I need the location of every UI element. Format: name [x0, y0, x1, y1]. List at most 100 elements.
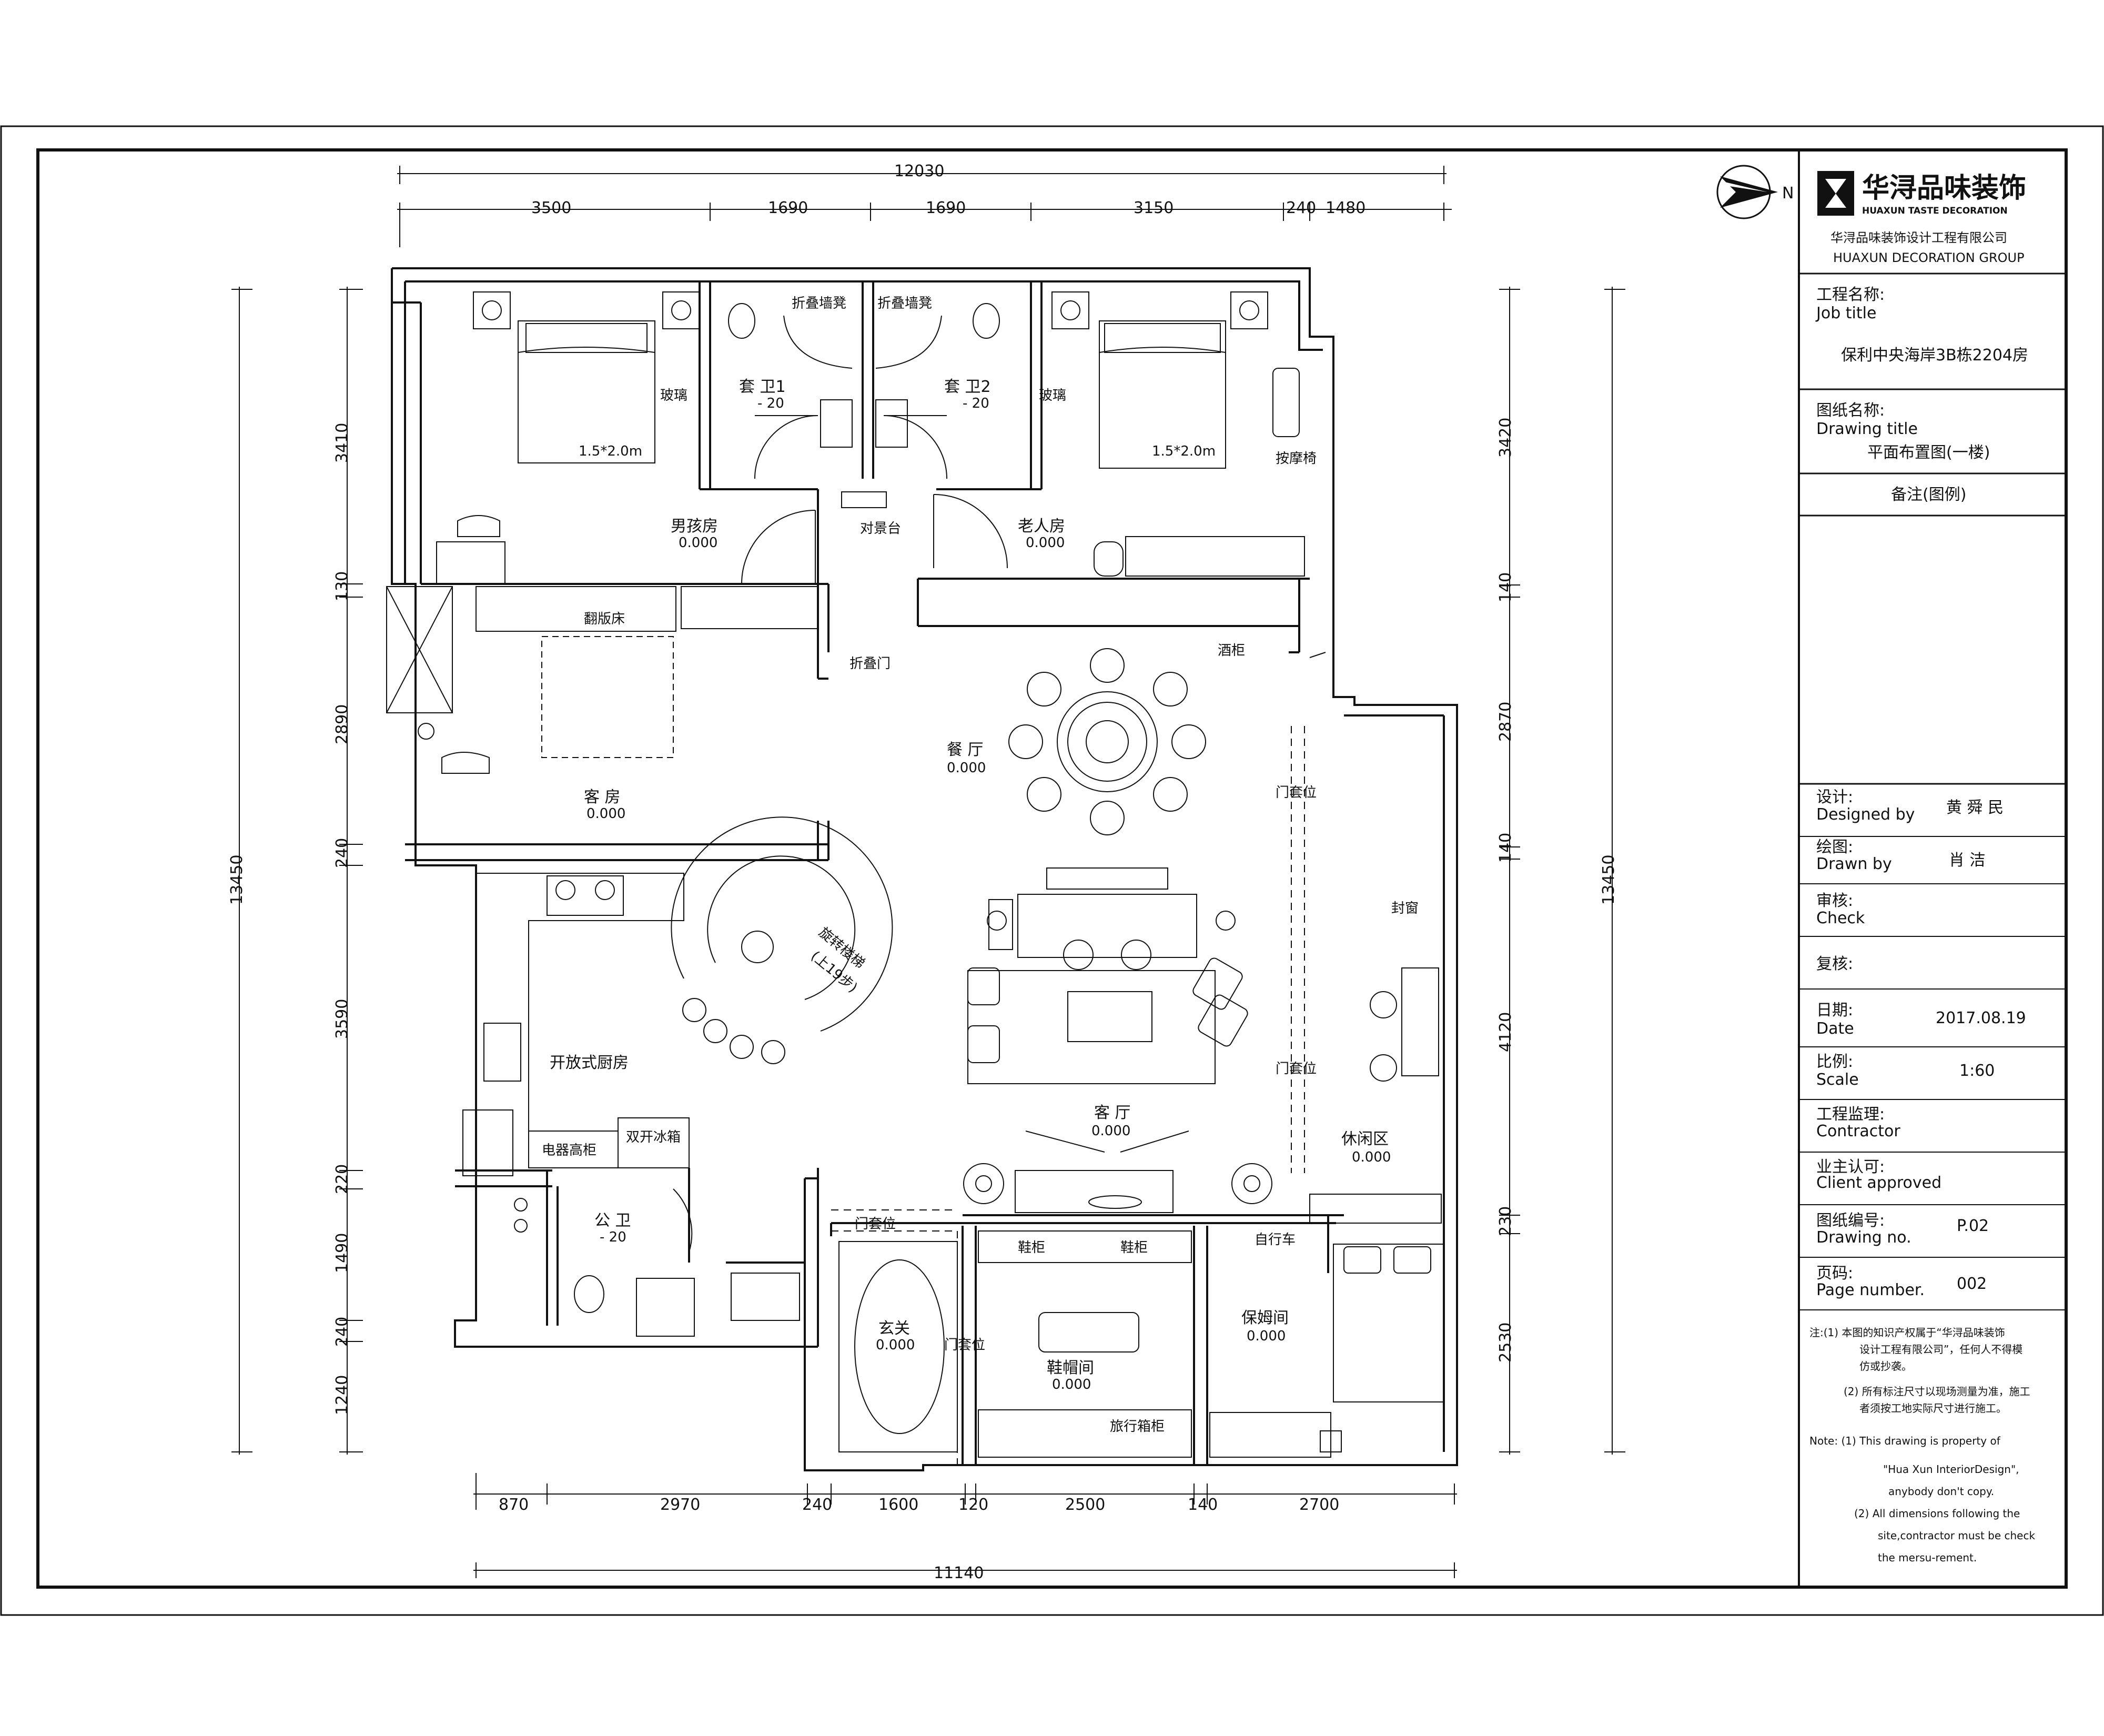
note-line: 注:(1) 本图的知识产权属于“华浔品味装饰 — [1809, 1326, 2005, 1339]
room-area-dining: 0.000 — [947, 760, 986, 776]
room-name-maid-room: 保姆间 — [1241, 1309, 1289, 1327]
drawing-no-label-cn: 图纸编号: — [1816, 1212, 1885, 1230]
label-door-frame: 门套位 — [855, 1216, 896, 1232]
label-bed-size: 1.5*2.0m — [579, 443, 642, 459]
logo-text-en: HUAXUN TASTE DECORATION — [1862, 206, 2008, 216]
doors — [673, 415, 1326, 1253]
sofa-icon — [1017, 894, 1197, 958]
client-approved-label-cn: 业主认可: — [1816, 1158, 1885, 1176]
bed-icon — [1099, 320, 1226, 469]
room-area-maid-room: 0.000 — [1247, 1328, 1286, 1344]
dim-top-total: 12030 — [894, 162, 944, 180]
date-label-cn: 日期: — [1816, 1001, 1853, 1020]
room-area-leisure: 0.000 — [1352, 1149, 1391, 1165]
logo-text-cn: 华浔品味装饰 — [1862, 173, 2026, 204]
toilet-icon — [973, 303, 1000, 339]
note-line: site,contractor must be check — [1878, 1529, 2035, 1542]
label-massage-chair: 按摩椅 — [1276, 451, 1317, 467]
drawn-by-label-en: Drawn by — [1816, 855, 1892, 873]
note-line: Note: (1) This drawing is property of — [1809, 1435, 2001, 1447]
dim-bottom: 240 — [802, 1496, 832, 1514]
job-title-value: 保利中央海岸3B栋2204房 — [1841, 346, 2028, 365]
label-fold-stool: 折叠墙凳 — [792, 296, 846, 311]
check-label-cn: 审核: — [1816, 892, 1853, 910]
room-name-guest-room: 客 房 — [584, 788, 621, 806]
tv-cabinet-icon — [1015, 1170, 1174, 1213]
room-name-boys-room: 男孩房 — [671, 517, 718, 536]
dining-table-icon — [1057, 691, 1158, 792]
drawing-no-label-en: Drawing no. — [1816, 1228, 1911, 1247]
note-line: (2) 所有标注尺寸以现场测量为准，施工 — [1844, 1385, 2030, 1398]
dim-top: 1690 — [926, 199, 966, 217]
drawing-title-value: 平面布置图(一楼) — [1867, 443, 1990, 462]
title-block-notes: 注:(1) 本图的知识产权属于“华浔品味装饰 设计工程有限公司”，任何人不得模 … — [1809, 1326, 2035, 1564]
note-line: "Hua Xun InteriorDesign", — [1883, 1463, 2019, 1476]
dim-bottom-total: 11140 — [934, 1564, 984, 1582]
north-label: N — [1782, 184, 1794, 203]
remarks-legend: 备注(图例) — [1891, 486, 1966, 504]
check-label-en: Check — [1816, 909, 1865, 927]
drawing-title-label-en: Drawing title — [1816, 420, 1918, 438]
room-name-bath-1: 套 卫1 — [739, 378, 786, 396]
dim-bottom: 1600 — [878, 1496, 918, 1514]
note-line: anybody don't copy. — [1888, 1485, 1994, 1498]
label-fold-stool: 折叠墙凳 — [877, 296, 932, 311]
room-name-cloakroom: 鞋帽间 — [1047, 1359, 1094, 1377]
dim-left-total: 13450 — [228, 855, 246, 905]
label-door-frame: 门套位 — [944, 1337, 985, 1353]
dimension-labels: 12030 3500 1690 1690 3150 240 1480 870 2… — [228, 162, 1618, 1582]
walls — [391, 267, 1458, 1471]
dim-left: 240 — [333, 838, 351, 868]
room-area-living: 0.000 — [1091, 1123, 1130, 1139]
label-bed-size: 1.5*2.0m — [1152, 443, 1216, 459]
drawn-by-label-cn: 绘图: — [1816, 838, 1853, 856]
label-glass: 玻璃 — [1039, 388, 1066, 403]
sheet-outer-border — [0, 125, 2104, 1616]
door-frame-lines — [831, 726, 1305, 1465]
company-name-cn: 华浔品味装饰设计工程有限公司 — [1830, 230, 2007, 245]
label-door-frame: 门套位 — [1276, 1061, 1317, 1077]
note-line: 仿或抄袭。 — [1859, 1360, 1912, 1372]
date-label-en: Date — [1816, 1020, 1854, 1038]
label-screen-counter: 对景台 — [860, 521, 901, 537]
dim-left: 130 — [333, 571, 351, 601]
note-line: 者须按工地实际尺寸进行施工。 — [1859, 1402, 2007, 1415]
designed-by-value: 黄 舜 民 — [1946, 799, 2004, 817]
room-name-public-bath: 公 卫 — [594, 1212, 631, 1230]
dim-right: 140 — [1496, 833, 1515, 863]
contractor-label-cn: 工程监理: — [1816, 1105, 1885, 1124]
drawn-by-value: 肖 洁 — [1949, 851, 1986, 870]
job-title-label-en: Job title — [1815, 304, 1876, 322]
designed-by-label-en: Designed by — [1816, 805, 1915, 824]
contractor-label-en: Contractor — [1816, 1122, 1900, 1140]
room-name-bath-2: 套 卫2 — [944, 378, 991, 396]
dim-left: 240 — [333, 1317, 351, 1347]
scale-label-en: Scale — [1816, 1071, 1859, 1089]
toilet-icon — [728, 303, 755, 339]
dim-bottom: 870 — [499, 1496, 529, 1514]
label-appliance-cabinet: 电器高柜 — [542, 1143, 596, 1158]
label-shoe-cabinet: 鞋柜 — [1018, 1240, 1045, 1256]
note-line: (2) All dimensions following the — [1854, 1507, 2020, 1520]
title-block — [1798, 150, 2066, 1587]
room-name-dining: 餐 厅 — [947, 741, 984, 759]
dim-top: 1690 — [768, 199, 808, 217]
room-name-elder-room: 老人房 — [1018, 517, 1065, 536]
scale-value: 1:60 — [1959, 1062, 1995, 1080]
spiral-stair-icon — [671, 816, 893, 1032]
dim-right: 2870 — [1496, 702, 1515, 742]
annotation-labels: 折叠墙凳 折叠墙凳 玻璃 玻璃 1.5*2.0m 1.5*2.0m 按摩椅 对景… — [542, 296, 1419, 1435]
label-door-frame: 门套位 — [1276, 785, 1317, 801]
room-area-cloakroom: 0.000 — [1052, 1377, 1091, 1392]
dimension-lines — [231, 166, 1625, 1578]
label-shoe-cabinet: 鞋柜 — [1120, 1240, 1148, 1256]
designed-by-label-cn: 设计: — [1816, 788, 1853, 806]
dim-bottom: 120 — [958, 1496, 988, 1514]
dim-left: 3590 — [333, 999, 351, 1039]
dim-right: 230 — [1496, 1206, 1515, 1236]
client-approved-label-en: Client approved — [1816, 1174, 1941, 1192]
dim-top: 3150 — [1134, 199, 1174, 217]
review-label-cn: 复核: — [1816, 955, 1853, 973]
room-name-leisure: 休闲区 — [1341, 1130, 1389, 1148]
